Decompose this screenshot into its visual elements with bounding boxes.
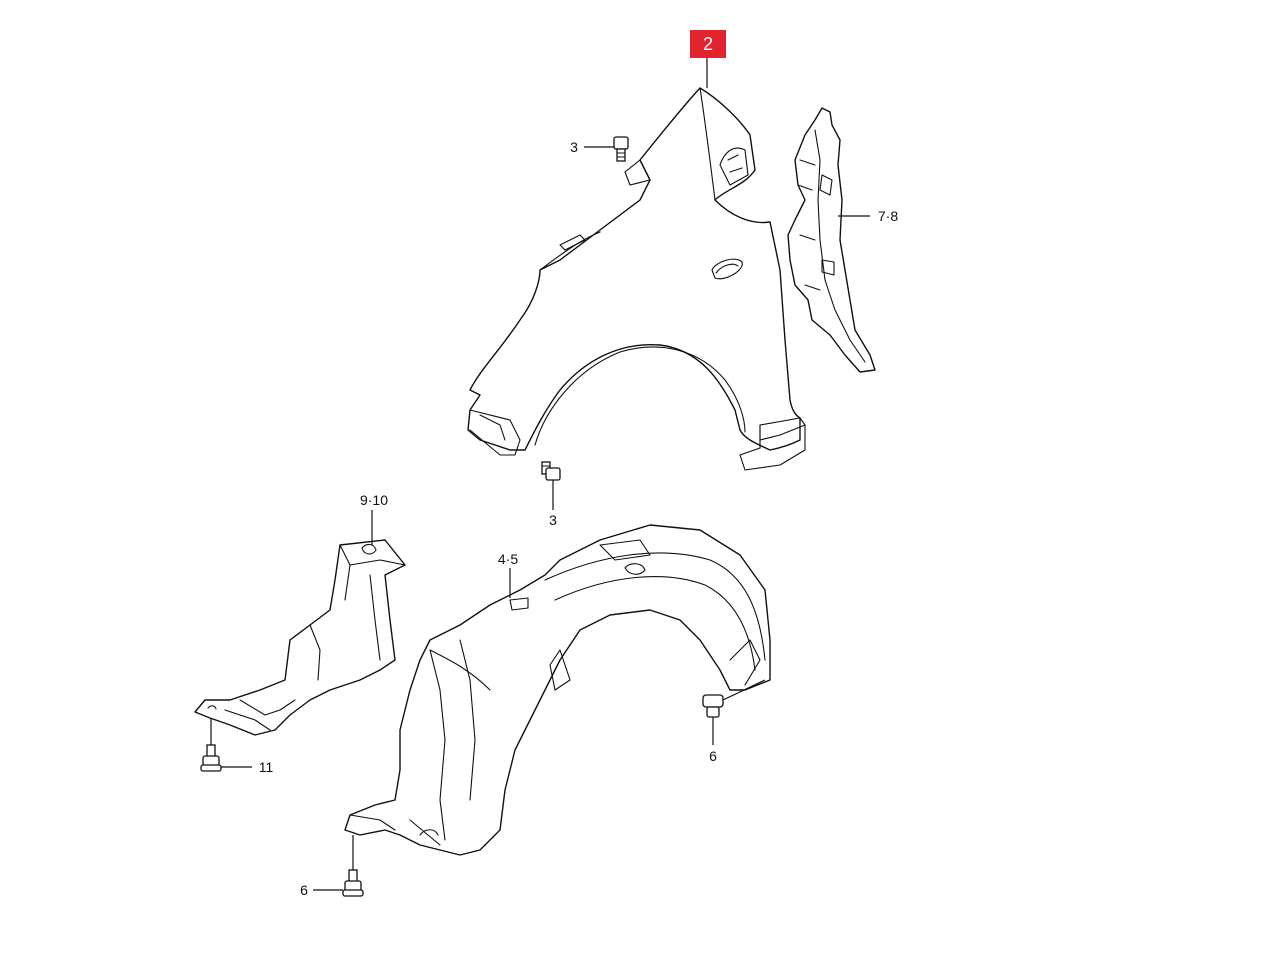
callout-7-8[interactable]: 7·8 bbox=[878, 208, 898, 224]
callout-2-highlight bbox=[690, 30, 726, 58]
fender-liner[interactable] bbox=[344, 524, 771, 856]
clip-6-right[interactable] bbox=[702, 694, 724, 718]
splash-shield[interactable] bbox=[194, 539, 406, 736]
callout-3-top[interactable]: 3 bbox=[570, 139, 578, 155]
callout-6-right[interactable]: 6 bbox=[709, 748, 717, 764]
callout-9-10[interactable]: 9·10 bbox=[360, 492, 388, 508]
bolt-6-bottom[interactable] bbox=[342, 869, 364, 897]
callout-2[interactable]: 2 bbox=[703, 34, 713, 54]
leader-6-right-up bbox=[722, 679, 766, 701]
callout-3-bottom[interactable]: 3 bbox=[549, 512, 557, 528]
bolt-3-top[interactable] bbox=[613, 136, 629, 162]
front-fender[interactable] bbox=[467, 87, 806, 471]
bolt-3-bottom[interactable] bbox=[541, 461, 561, 481]
bolt-11[interactable] bbox=[200, 744, 222, 772]
fender-bracket[interactable] bbox=[787, 107, 876, 373]
callout-4-5[interactable]: 4·5 bbox=[498, 551, 518, 567]
callout-11[interactable]: 11 bbox=[259, 759, 274, 775]
callout-6-bottom[interactable]: 6 bbox=[300, 882, 308, 898]
